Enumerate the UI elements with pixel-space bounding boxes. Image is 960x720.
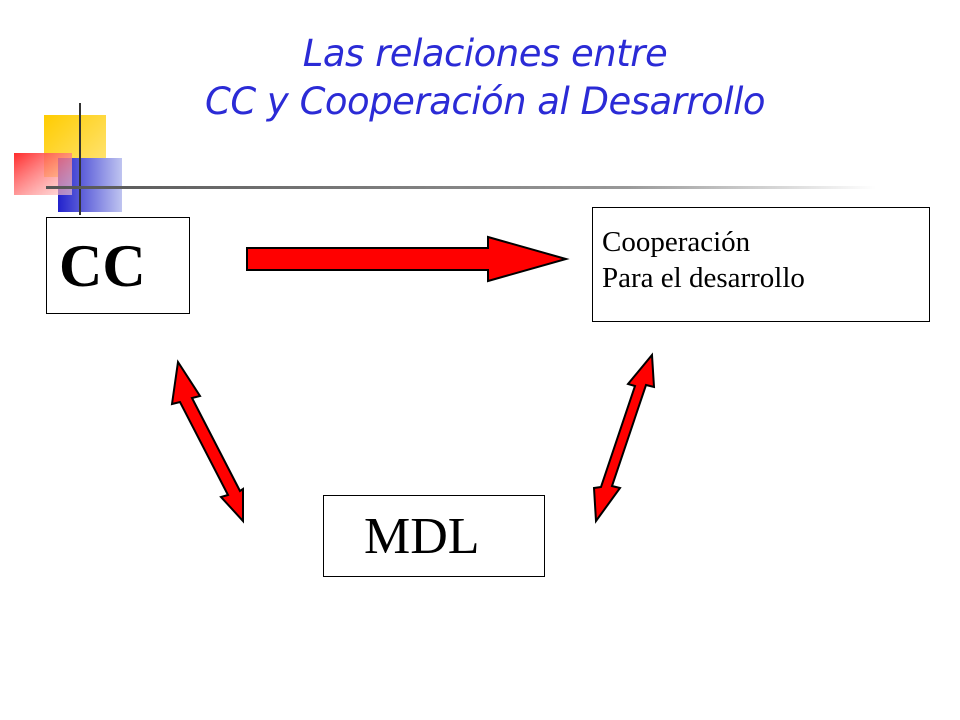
slide-title: Las relaciones entre CC y Cooperación al… [120,30,850,126]
title-line-2: CC y Cooperación al Desarrollo [205,80,765,123]
node-mdl-label: MDL [364,508,480,565]
node-cooperacion-line-2: Para el desarrollo [602,262,805,294]
arrow-cc-to-cooperacion [246,235,570,283]
node-cc: CC [46,217,190,314]
title-rule [46,186,876,189]
arrow-cc-mdl [170,359,244,524]
node-cooperacion: Cooperación Para el desarrollo [592,207,930,322]
title-line-1: Las relaciones entre [302,32,668,75]
node-cooperacion-line-1: Cooperación [602,226,751,258]
node-mdl: MDL [323,495,545,577]
arrow-mdl-cooperacion [592,352,656,524]
node-cc-label: CC [59,233,146,299]
title-decoration [14,103,876,215]
